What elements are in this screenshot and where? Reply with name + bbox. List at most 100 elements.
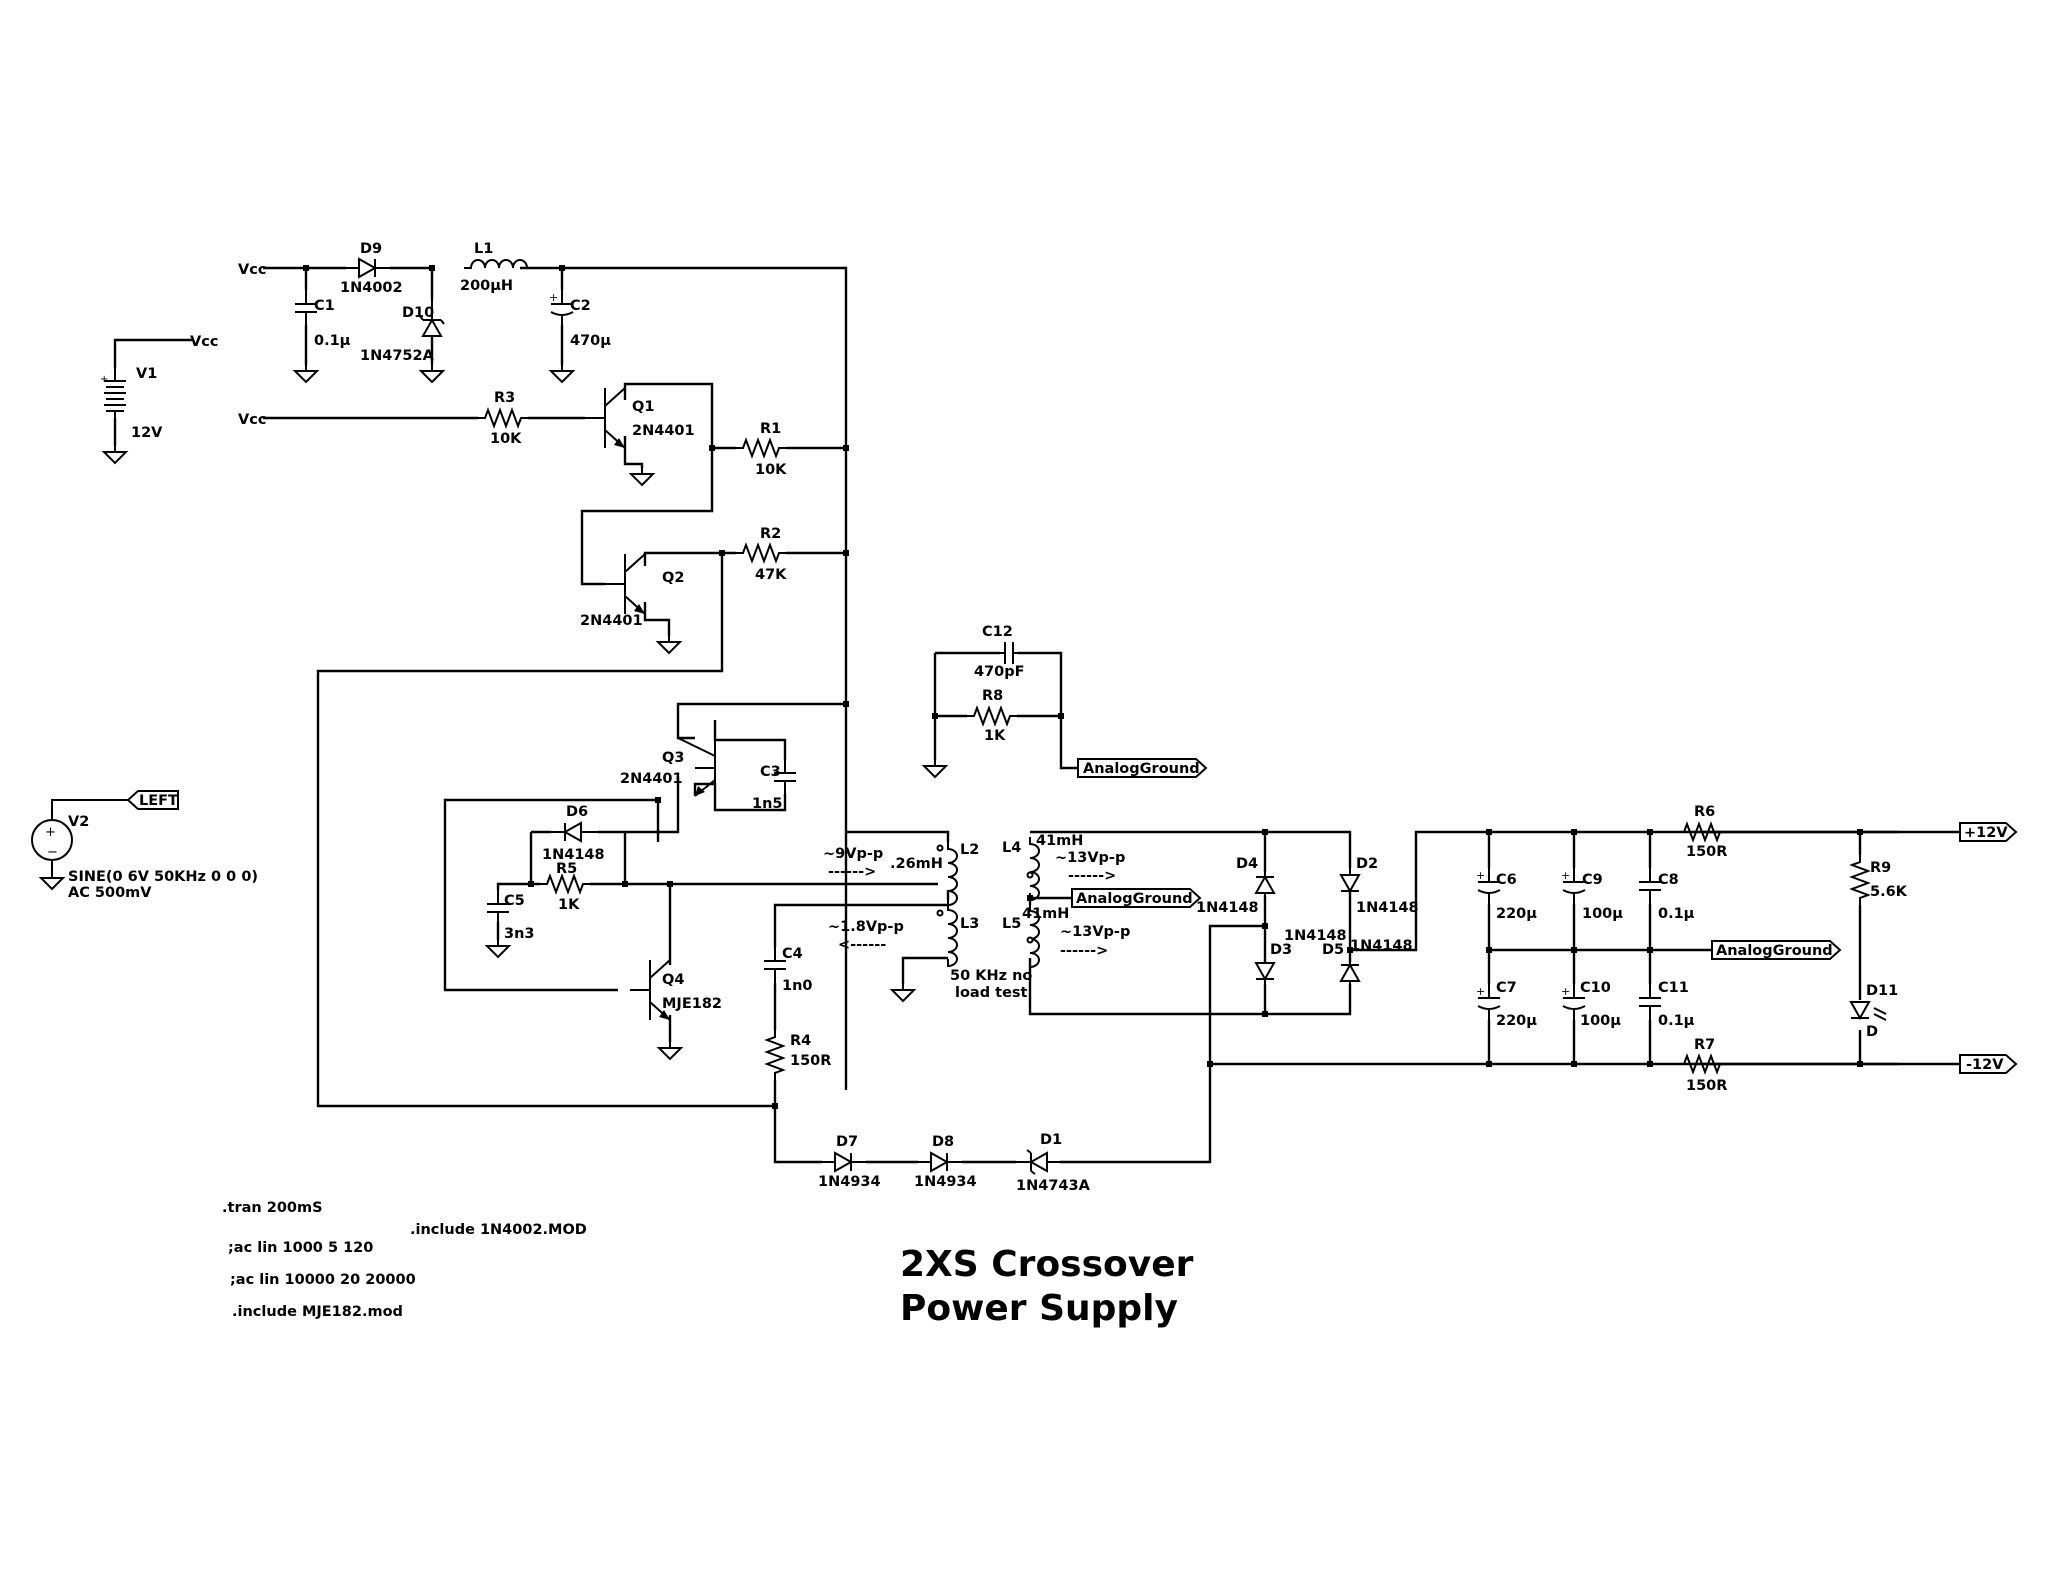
note-test-2: load test — [955, 985, 1028, 1001]
net-label-analogground-3: AnalogGround — [1711, 940, 1842, 960]
neg12v-label: -12V — [1966, 1057, 2004, 1073]
c10-name: C10 — [1580, 980, 1611, 996]
c8-value: 0.1µ — [1658, 906, 1695, 922]
c5-value: 3n3 — [504, 926, 535, 942]
transistor-q1: Q1 2N4401 — [584, 387, 695, 449]
d9-name: D9 — [360, 241, 382, 257]
capacitor-c5: C5 3n3 — [486, 889, 535, 942]
r8-name: R8 — [982, 688, 1003, 704]
d8-name: D8 — [932, 1134, 954, 1150]
d6-value: 1N4148 — [542, 847, 605, 863]
transistor-q4: Q4 MJE182 — [629, 959, 722, 1021]
r4-name: R4 — [790, 1033, 811, 1049]
r9-value: 5.6K — [1870, 884, 1908, 900]
c4-name: C4 — [782, 946, 803, 962]
d2-name: D2 — [1356, 856, 1378, 872]
led-d11: D11 D — [1849, 983, 1898, 1040]
note-18vpp: ~1.8Vp-p — [828, 919, 904, 935]
zener-d10: D10 1N4752A — [360, 300, 445, 364]
c8-name: C8 — [1658, 872, 1679, 888]
resistor-r7: R7 150R — [1676, 1037, 1728, 1094]
inductor-l5: L5 41mH — [1002, 903, 1069, 968]
r4-value: 150R — [790, 1053, 831, 1069]
resistor-r2: R2 47K — [735, 526, 787, 583]
capacitor-c8: C8 0.1µ — [1638, 867, 1695, 922]
left-label: LEFT — [139, 793, 178, 809]
waveform-notes: ~9Vp-p ------> ~1.8Vp-p <------ ~13Vp-p … — [823, 846, 1130, 1001]
c6-value: 220µ — [1496, 906, 1537, 922]
c3-value: 1n5 — [752, 796, 783, 812]
resistor-r6: R6 150R — [1676, 804, 1728, 860]
l1-value: 200µH — [460, 278, 513, 294]
capacitor-c6: C6 220µ — [1475, 867, 1537, 922]
title-line-2: Power Supply — [900, 1288, 1178, 1329]
vcc-label-r3: Vcc — [238, 412, 266, 428]
diode-d4: D4 1N4148 — [1196, 856, 1275, 916]
diode-d9: D9 1N4002 — [340, 241, 403, 296]
c1-value: 0.1µ — [314, 333, 351, 349]
battery-v1: + V1 12V — [100, 366, 163, 441]
transistor-q2: Q2 2N4401 — [580, 553, 684, 629]
c12-value: 470pF — [974, 664, 1025, 680]
inductor-l3: L3 — [936, 902, 979, 967]
r3-value: 10K — [490, 431, 522, 447]
d1-value: 1N4743A — [1016, 1178, 1091, 1194]
c9-name: C9 — [1582, 872, 1603, 888]
capacitor-c3: C3 1n5 — [752, 758, 797, 812]
zener-d1: D1 1N4743A — [1016, 1132, 1091, 1194]
d1-name: D1 — [1040, 1132, 1062, 1148]
vcc-label-v1: Vcc — [190, 334, 218, 350]
d11-value: D — [1866, 1024, 1878, 1040]
d6-name: D6 — [566, 804, 588, 820]
r8-value: 1K — [984, 728, 1006, 744]
c11-value: 0.1µ — [1658, 1013, 1695, 1029]
note-13vpp-a-arrow: ------> — [1068, 868, 1116, 884]
d7-name: D7 — [836, 1134, 858, 1150]
diode-d2: D2 1N4148 — [1340, 856, 1419, 916]
net-label-neg12v: -12V — [1959, 1054, 2018, 1074]
v2-name: V2 — [68, 814, 89, 830]
r3-name: R3 — [494, 390, 515, 406]
directive-4: ;ac lin 10000 20 20000 — [230, 1272, 416, 1288]
c7-value: 220µ — [1496, 1013, 1537, 1029]
l1-name: L1 — [474, 241, 493, 257]
c9-value: 100µ — [1582, 906, 1623, 922]
c2-name: C2 — [570, 298, 591, 314]
inductor-l2: L2 .26mH — [890, 841, 979, 906]
r7-value: 150R — [1686, 1078, 1727, 1094]
capacitor-c1: C1 0.1µ — [294, 289, 351, 349]
capacitor-c7: C7 220µ — [1475, 980, 1537, 1029]
v2-value2: AC 500mV — [68, 885, 152, 901]
d2-value: 1N4148 — [1356, 900, 1419, 916]
inductor-l1: L1 200µH — [460, 241, 528, 294]
directive-5: .include MJE182.mod — [232, 1304, 403, 1320]
directive-2: .include 1N4002.MOD — [410, 1222, 587, 1238]
l5-value: 41mH — [1022, 906, 1069, 922]
resistor-r3: R3 10K — [477, 390, 529, 447]
note-9vpp-arrow: ------> — [828, 864, 876, 880]
capacitor-c9: C9 100µ — [1560, 867, 1623, 922]
l4-name: L4 — [1002, 840, 1021, 856]
resistor-r1: R1 10K — [735, 421, 787, 478]
r6-name: R6 — [1694, 804, 1715, 820]
d11-name: D11 — [1866, 983, 1898, 999]
net-label-analogground-1: AnalogGround — [1077, 758, 1208, 778]
r5-value: 1K — [558, 897, 580, 913]
r6-value: 150R — [1686, 844, 1727, 860]
resistor-r5: R5 1K — [539, 861, 591, 913]
l2-name: L2 — [960, 842, 979, 858]
c1-name: C1 — [314, 298, 335, 314]
d8-value: 1N4934 — [914, 1174, 977, 1190]
l3-name: L3 — [960, 916, 979, 932]
d9-value: 1N4002 — [340, 280, 403, 296]
v1-value: 12V — [131, 425, 163, 441]
diode-d5: D5 1N4148 — [1322, 938, 1413, 995]
note-9vpp: ~9Vp-p — [823, 846, 883, 862]
q3-value: 2N4401 — [620, 771, 683, 787]
q1-value: 2N4401 — [632, 423, 695, 439]
junction-dots — [303, 265, 1863, 1109]
l5-name: L5 — [1002, 916, 1021, 932]
capacitor-c2: C2 470µ — [548, 289, 611, 349]
v1-name: V1 — [136, 366, 157, 382]
r2-value: 47K — [755, 567, 787, 583]
